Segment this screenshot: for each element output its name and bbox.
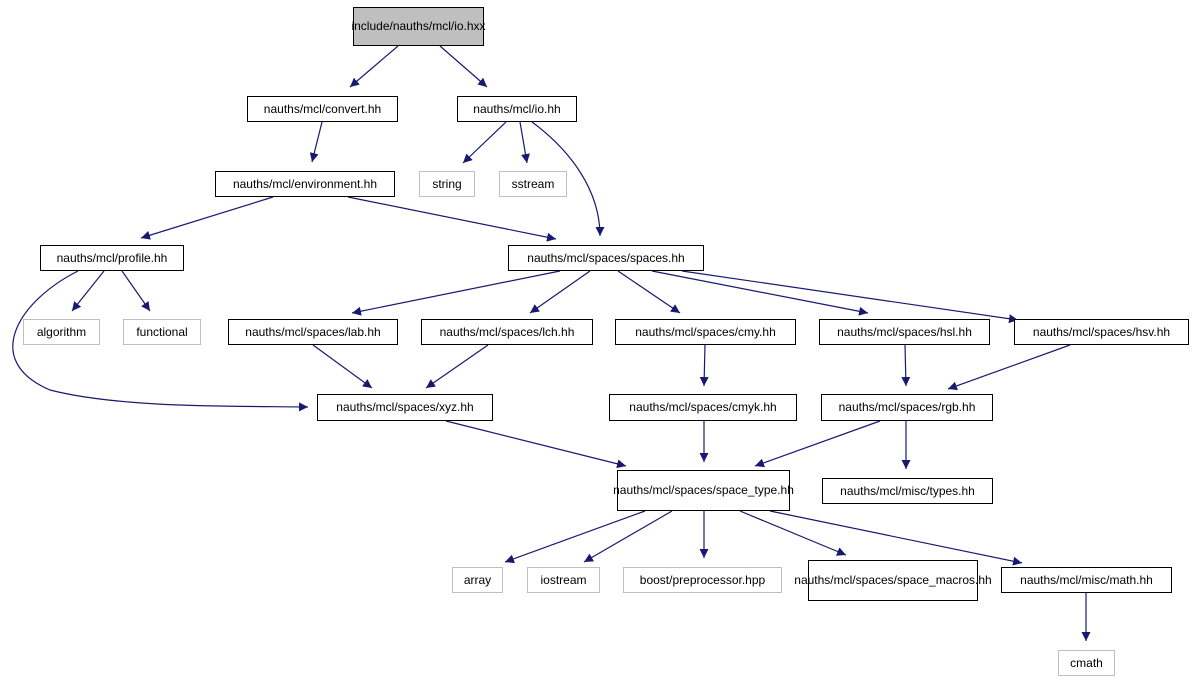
edge-profile-to-xyz: [12, 270, 309, 412]
node-types-hh[interactable]: nauths/mcl/misc/types.hh: [822, 478, 993, 504]
node-string: string: [419, 171, 475, 197]
edge-space-type-to-array: [504, 510, 646, 564]
node-io-hxx: include/nauths/mcl /io.hxx: [351, 7, 486, 46]
edge-io-hh-to-sstream: [519, 121, 530, 164]
node-lch-hh[interactable]: nauths/mcl/spaces/lch.hh: [421, 319, 593, 345]
node-sstream: sstream: [499, 171, 567, 197]
node-profile-hh[interactable]: nauths/mcl/profile.hh: [40, 245, 184, 271]
node-lab-hh[interactable]: nauths/mcl/spaces/lab.hh: [228, 319, 398, 345]
node-rgb-hh[interactable]: nauths/mcl/spaces/rgb.hh: [821, 394, 993, 421]
edge-lch-to-xyz: [425, 344, 489, 389]
edge-spaces-to-lab: [351, 270, 561, 316]
edge-io-hxx-to-io-hh: [439, 45, 488, 88]
edge-lab-to-xyz: [312, 344, 373, 389]
edge-spaces-to-hsv: [681, 270, 1019, 324]
node-functional: functional: [123, 319, 201, 345]
edge-spaces-to-hsl: [651, 270, 869, 316]
edge-environment-to-spaces: [347, 196, 557, 242]
edge-profile-to-algorithm: [71, 270, 105, 312]
node-cmyk-hh[interactable]: nauths/mcl/spaces/cmyk.hh: [609, 394, 797, 421]
edge-hsv-to-rgb: [947, 344, 1071, 391]
edge-io-hh-to-string: [462, 121, 507, 164]
node-cmy-hh[interactable]: nauths/mcl/spaces/cmy.hh: [615, 319, 796, 345]
edge-spaces-to-cmy: [617, 270, 681, 314]
node-hsv-hh[interactable]: nauths/mcl/spaces/hsv.hh: [1014, 319, 1189, 345]
edge-xyz-to-space-type: [445, 420, 627, 469]
node-io-hh[interactable]: nauths/mcl/io.hh: [457, 96, 577, 122]
edge-space-type-to-math: [769, 510, 1023, 566]
edge-hsl-to-rgb: [901, 344, 911, 387]
node-boost-preprocessor: boost/preprocessor.hpp: [623, 567, 782, 593]
edge-io-hxx-to-convert: [349, 45, 399, 88]
node-convert-hh[interactable]: nauths/mcl/convert.hh: [247, 96, 398, 122]
node-algorithm: algorithm: [23, 319, 100, 345]
node-xyz-hh[interactable]: nauths/mcl/spaces/xyz.hh: [317, 394, 493, 421]
edge-cmy-to-cmyk: [699, 344, 709, 387]
node-environment-hh[interactable]: nauths/mcl/environment.hh: [215, 171, 395, 197]
node-space-macros-hh[interactable]: nauths/mcl/spaces/space _macros.hh: [794, 560, 992, 601]
edge-profile-to-functional: [121, 270, 151, 312]
edge-convert-to-environment: [309, 121, 323, 163]
edge-space-type-to-iostream: [583, 510, 673, 563]
node-math-hh[interactable]: nauths/mcl/misc/math.hh: [1001, 567, 1172, 593]
edge-environment-to-profile: [140, 196, 274, 240]
node-hsl-hh[interactable]: nauths/mcl/spaces/hsl.hh: [819, 319, 990, 345]
edge-rgb-to-space-type: [754, 420, 881, 468]
edge-space-type-to-space-macros: [739, 510, 847, 556]
edge-io-hh-to-spaces: [531, 121, 605, 237]
node-cmath: cmath: [1058, 650, 1115, 676]
edge-spaces-to-lch: [529, 270, 591, 314]
node-space-type-hh[interactable]: nauths/mcl/spaces/space _type.hh: [613, 470, 794, 511]
node-spaces-hh[interactable]: nauths/mcl/spaces/spaces.hh: [508, 245, 704, 271]
node-array: array: [452, 567, 503, 593]
node-iostream: iostream: [527, 567, 600, 593]
